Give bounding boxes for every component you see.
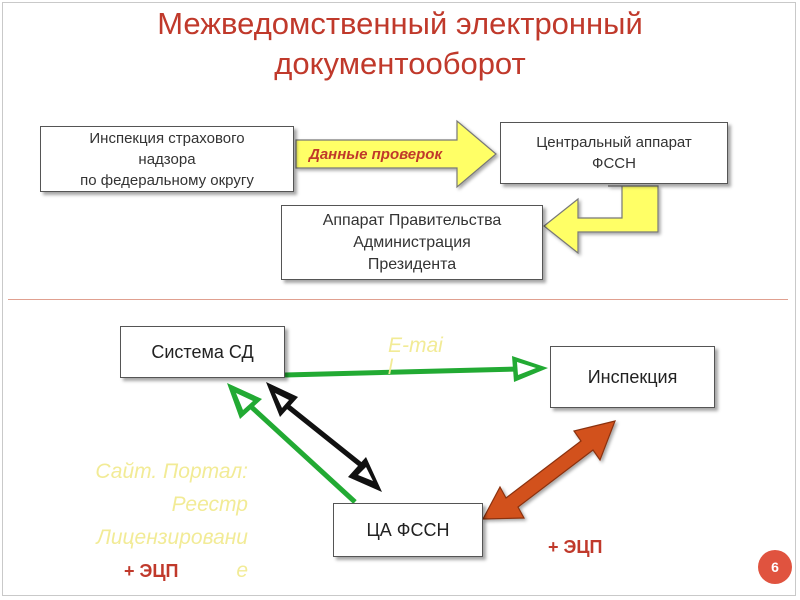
insurance-inspection-box: Инспекция страхового надзора по федераль… (40, 126, 294, 192)
system-sd-box: Система СД (120, 326, 285, 378)
page-number-badge: 6 (758, 550, 792, 584)
portal-label-line: Лицензировани (96, 526, 248, 549)
government-box: Аппарат Правительства Администрация През… (281, 205, 543, 280)
box-line: по федеральному округу (80, 171, 254, 189)
box-line: Аппарат Правительства (322, 211, 502, 229)
portal-label-line: Реестр (171, 493, 248, 516)
sd-cafssn-arrow-head-top-inner (275, 393, 289, 408)
email-arrow-head-inner (517, 362, 536, 375)
box-line: Администрация (353, 233, 471, 251)
box-line: надзора (138, 150, 196, 168)
data-flow-label: Данные проверок (309, 146, 443, 163)
portal-arrow-head-inner (236, 393, 253, 410)
section-divider (8, 299, 788, 300)
sd-cafssn-arrow-head-bottom-inner (358, 467, 373, 481)
central-apparatus-box: Центральный аппарат ФССН (500, 122, 728, 184)
title-line-1: Межведомственный электронный (157, 6, 643, 41)
title-line-2: документооборот (274, 46, 526, 81)
portal-label-line: Сайт. Портал: (95, 460, 248, 483)
email-label-line: E-mai (388, 334, 443, 357)
ca-fssn-box: ЦА ФССН (333, 503, 483, 557)
data-flow-arrow (295, 119, 497, 189)
inspection-box: Инспекция (550, 346, 715, 408)
ecp-double-arrow (481, 420, 616, 520)
email-arrow-line (284, 366, 521, 378)
email-label-line: l (388, 356, 393, 379)
portal-label: Сайт. Портал: Реестр Лицензировани е (44, 455, 248, 587)
sd-cafssn-arrow-line (284, 403, 363, 467)
page-title: Межведомственный электронный документооб… (60, 4, 740, 84)
box-line: Президента (367, 255, 457, 273)
portal-label-line: е (236, 559, 248, 582)
bent-arrow-to-gov (543, 185, 659, 255)
ecp-right-label: + ЭЦП (548, 537, 603, 557)
box-line: ФССН (592, 155, 636, 172)
box-line: Центральный аппарат (536, 134, 692, 151)
ecp-left-label: + ЭЦП (124, 561, 179, 581)
box-line: Инспекция страхового (89, 129, 245, 147)
portal-arrow-line (244, 400, 357, 504)
email-label: E-mai l (388, 335, 448, 379)
